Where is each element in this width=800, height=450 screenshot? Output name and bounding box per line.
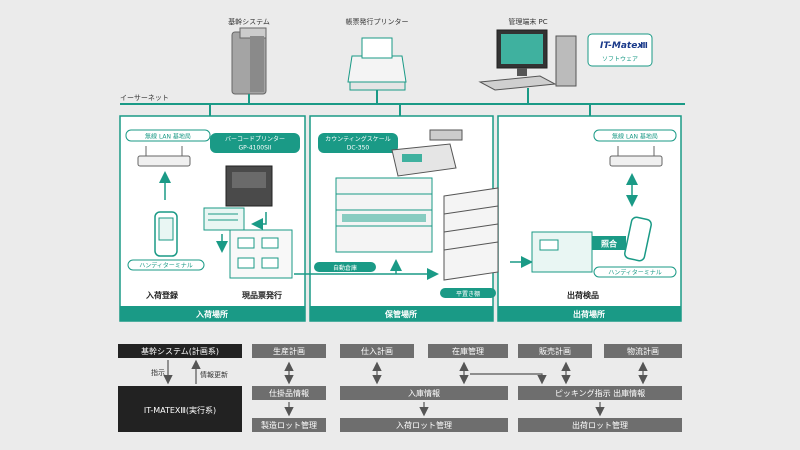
logistics-plan-label: 物流計画: [627, 346, 659, 356]
shipping-boxes-icon: [531, 231, 593, 273]
plan-boxes: [252, 344, 682, 358]
barcode-printer-icon: [225, 165, 273, 207]
core-plan-box: [118, 344, 242, 358]
shipping-lan-label: 無線 LAN 基地局: [612, 133, 658, 141]
itmatex-exec-label: IT-MATEXⅢ(実行系): [144, 405, 216, 415]
flat-shelf-icon: [443, 187, 499, 281]
receiving-handy-label: ハンディターミナル: [139, 262, 193, 270]
software-label: ソフトウェア: [602, 55, 638, 63]
label-sheet-icon: [203, 207, 245, 231]
label-printer-icon: [347, 37, 407, 91]
picking-info-label: ピッキング指示 出庫情報: [555, 388, 645, 398]
stock-in-info-label: 入庫情報: [408, 388, 440, 398]
inventory-mgmt-label: 在庫管理: [452, 346, 484, 356]
core-system-label: 基幹システム: [228, 17, 270, 26]
zone-receiving-label: 入荷場所: [195, 309, 228, 319]
production-plan-label: 生産計画: [273, 346, 305, 356]
core-system-server-icon: [231, 27, 267, 95]
counting-scale-icon: [391, 129, 463, 177]
receiving-handy-terminal-icon: [154, 211, 178, 257]
labeled-boxes-icon: [229, 229, 293, 279]
match-label: 照合: [601, 239, 618, 249]
auto-warehouse-icon: [335, 177, 433, 253]
mfg-lot-label: 製造ロット管理: [261, 420, 317, 430]
purchase-plan-label: 仕入計画: [361, 346, 393, 356]
receiving-wifi-router-icon: [137, 146, 191, 167]
zone-shipping: 出荷場所: [497, 115, 682, 322]
out-lot-label: 出荷ロット管理: [572, 420, 628, 430]
auto-warehouse-label: 自動倉庫: [333, 264, 357, 272]
software-badge: IT-Matex Ⅲ ソフトウェア: [587, 33, 653, 67]
ethernet-label: イーサーネット: [120, 94, 169, 102]
receiving-step2: 現品票発行: [242, 290, 282, 300]
wip-info-label: 仕掛品情報: [269, 388, 309, 398]
update-label: 情報更新: [200, 370, 228, 379]
shipping-handy-terminal-icon: [624, 216, 652, 262]
receiving-lan-label: 無線 LAN 基地局: [145, 133, 191, 141]
shipping-handy-label: ハンディターミナル: [608, 269, 662, 277]
core-plan-label: 基幹システム(計画系): [141, 346, 219, 356]
in-lot-label: 入荷ロット管理: [396, 420, 452, 430]
zone-storage-label: 保管場所: [384, 309, 417, 319]
flat-shelf-label: 平置き棚: [456, 290, 480, 298]
lot-boxes: [252, 418, 682, 432]
barcode-printer-name: バーコードプリンター: [225, 135, 285, 143]
barcode-printer-model: GP-4100SII: [239, 145, 272, 152]
scale-model: DC-350: [347, 145, 370, 152]
receiving-step1: 入荷登録: [145, 290, 179, 300]
label-printer-label: 帳票発行プリンター: [346, 17, 409, 26]
itmatex-exec-box: [118, 386, 242, 432]
shipping-step: 出荷検品: [567, 290, 599, 300]
info-boxes: [252, 386, 682, 400]
mgmt-pc-icon: [478, 29, 577, 91]
zone-shipping-label: 出荷場所: [573, 309, 605, 319]
software-logo-mark: Ⅲ: [640, 41, 648, 50]
mgmt-pc-label: 管理端末 PC: [508, 17, 547, 26]
shipping-wifi-router-icon: [609, 146, 663, 167]
sales-plan-label: 販売計画: [539, 346, 571, 356]
scale-name: カウンティングスケール: [325, 135, 391, 143]
software-logo: IT-Matex: [600, 41, 644, 51]
instruct-label: 指示: [151, 368, 165, 377]
